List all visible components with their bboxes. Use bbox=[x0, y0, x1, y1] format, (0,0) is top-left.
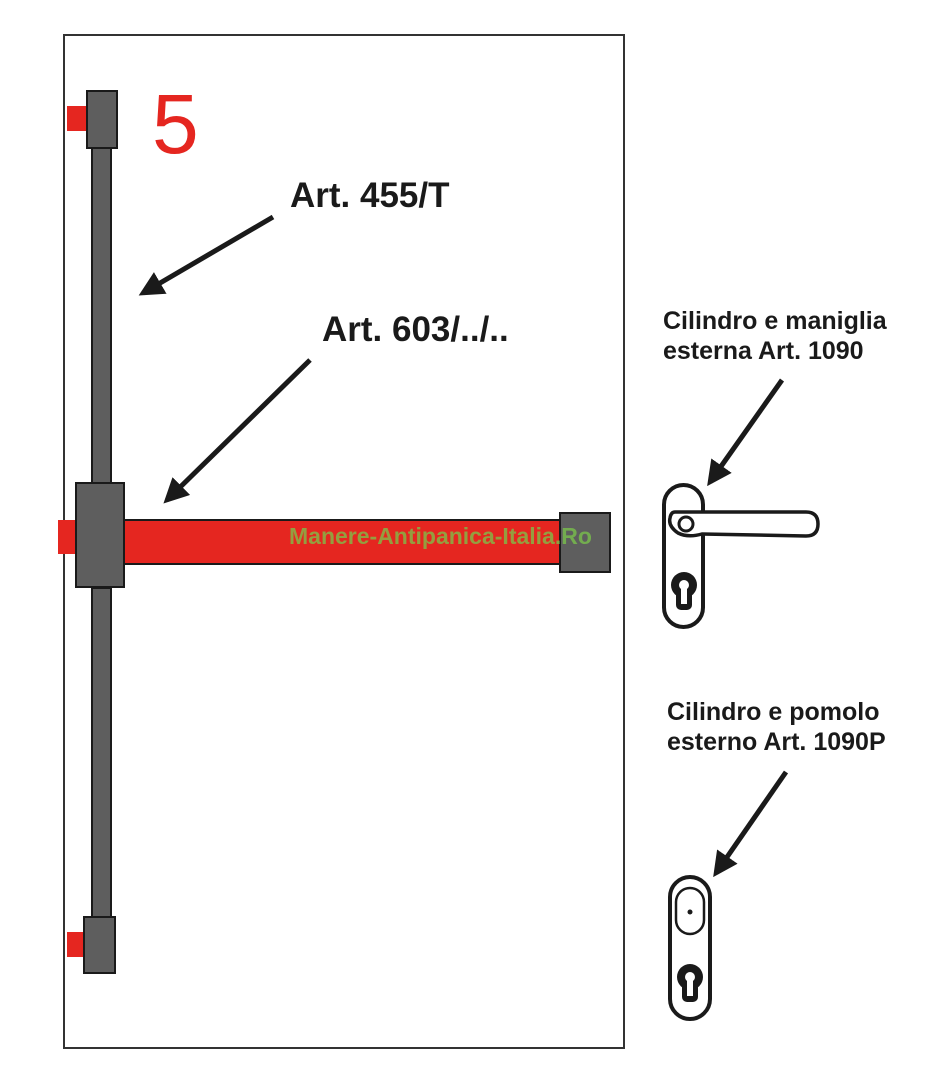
label-external-knob-line2: esterno Art. 1090P bbox=[667, 728, 886, 756]
knob-keyhole-icon bbox=[677, 964, 703, 1002]
arrow-1090 bbox=[707, 378, 785, 487]
handle-lever bbox=[667, 510, 820, 538]
center-latch-bolt bbox=[58, 520, 78, 554]
top-latch-bolt bbox=[67, 106, 89, 131]
label-external-knob: Cilindro e pomolo esterno Art. 1090P bbox=[667, 697, 886, 757]
label-external-handle: Cilindro e maniglia esterna Art. 1090 bbox=[663, 306, 887, 366]
vertical-rod-system bbox=[67, 90, 118, 974]
arrow-455 bbox=[138, 214, 275, 296]
bottom-rod-guide bbox=[83, 916, 116, 974]
label-vertical-rod: Art. 455/T bbox=[290, 176, 450, 215]
diagram-number: 5 bbox=[152, 77, 199, 171]
label-external-handle-line1: Cilindro e maniglia bbox=[663, 307, 887, 335]
handle-keyhole-icon bbox=[671, 572, 697, 610]
label-external-knob-line1: Cilindro e pomolo bbox=[667, 698, 880, 726]
push-bar bbox=[117, 519, 565, 565]
watermark: Manere-Antipanica-Italia.Ro bbox=[289, 523, 592, 549]
label-push-bar: Art. 603/../.. bbox=[322, 310, 509, 349]
knob-dot bbox=[687, 909, 693, 915]
push-bar-end-cap bbox=[559, 512, 611, 573]
external-knob-icon bbox=[668, 875, 712, 1021]
label-external-handle-line2: esterna Art. 1090 bbox=[663, 337, 864, 365]
vertical-rod-upper bbox=[91, 146, 112, 484]
push-bar-assembly bbox=[58, 482, 611, 588]
handle-pivot bbox=[677, 515, 695, 533]
vertical-rod-lower bbox=[91, 587, 112, 919]
arrow-1090p bbox=[713, 770, 789, 878]
top-rod-guide bbox=[86, 90, 118, 149]
center-lock-case bbox=[75, 482, 125, 588]
external-handle-icon bbox=[662, 483, 820, 629]
arrow-603 bbox=[163, 358, 312, 504]
